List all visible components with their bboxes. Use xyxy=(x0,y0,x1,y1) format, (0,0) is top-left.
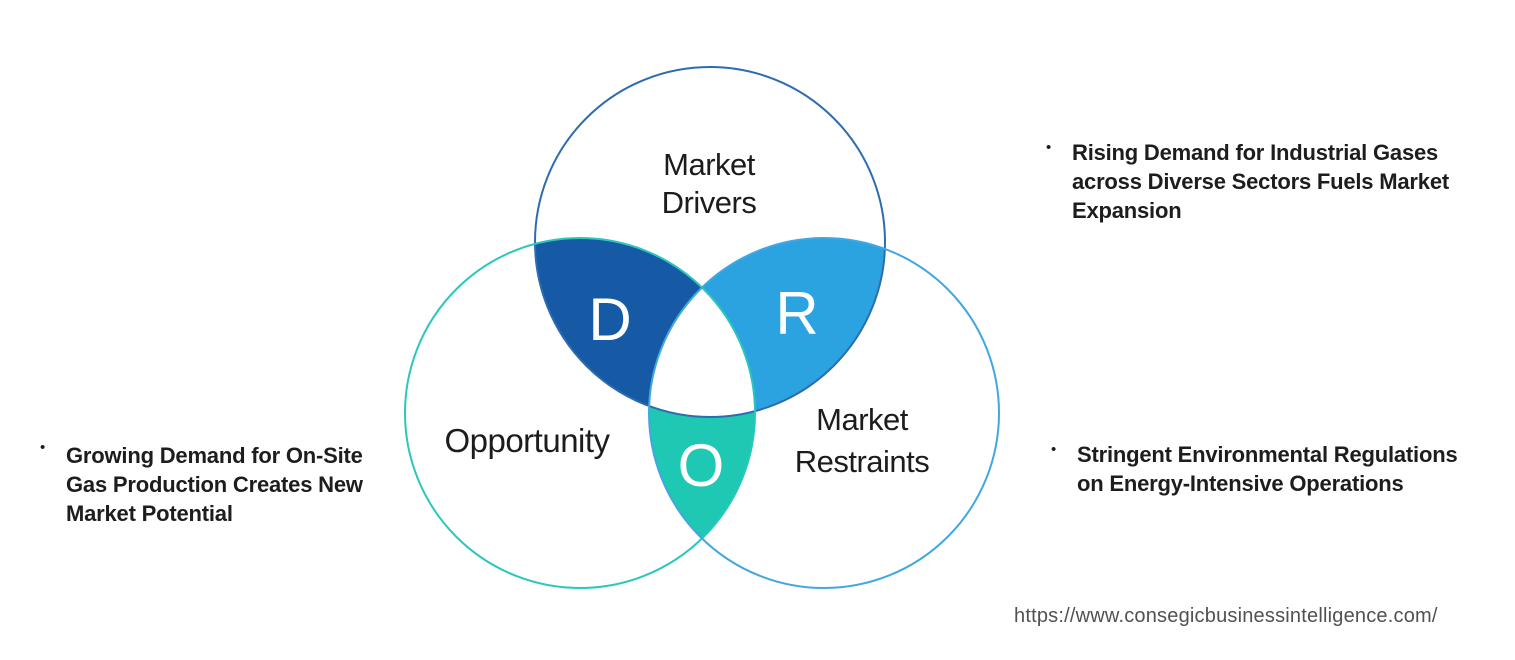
overlap-letter-d: D xyxy=(588,286,631,353)
bullet-opportunity-text: Growing Demand for On-Site Gas Productio… xyxy=(66,443,363,526)
bullet-driver-note: • Rising Demand for Industrial Gases acr… xyxy=(1046,138,1506,225)
source-url: https://www.consegicbusinessintelligence… xyxy=(1014,605,1438,627)
drivers-label-line2: Drivers xyxy=(662,185,757,220)
opportunity-circle xyxy=(404,237,756,589)
drivers-label-line1: Market xyxy=(663,147,756,182)
overlap-letter-r: R xyxy=(775,280,818,347)
drivers-circle xyxy=(534,66,886,418)
bullet-restraint-text: Stringent Environmental Regulations on E… xyxy=(1077,442,1458,496)
restraints-circle xyxy=(648,237,1000,589)
bullet-opportunity-note: • Growing Demand for On-Site Gas Product… xyxy=(40,439,420,528)
overlap-letter-o: O xyxy=(678,432,725,499)
bullet-icon: • xyxy=(40,439,46,456)
opportunity-label: Opportunity xyxy=(444,422,610,459)
bullet-driver-text: Rising Demand for Industrial Gases acros… xyxy=(1072,140,1449,223)
bullet-icon: • xyxy=(1046,139,1052,156)
bullet-restraint-note: • Stringent Environmental Regulations on… xyxy=(1051,440,1511,498)
restraints-label-line1: Market xyxy=(816,402,909,437)
restraints-label-line2: Restraints xyxy=(795,444,930,479)
bullet-icon: • xyxy=(1051,441,1057,458)
